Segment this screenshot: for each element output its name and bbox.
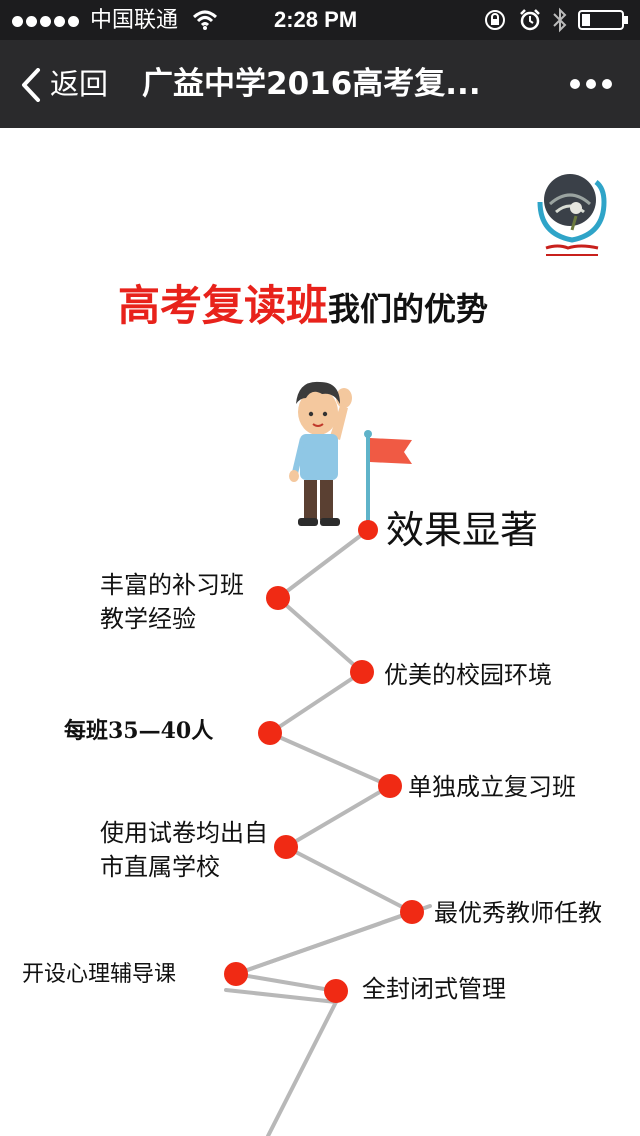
path-segment <box>224 988 338 1004</box>
path-segment <box>276 596 364 674</box>
path-segment <box>234 904 432 976</box>
advantage-node-dot <box>258 721 282 745</box>
path-segment <box>284 845 414 914</box>
page-title: 广益中学2016高考复... <box>142 66 481 102</box>
advantage-item-8: 全封闭式管理 <box>362 975 506 1003</box>
advantage-item-5-line2: 市直属学校 <box>100 853 220 881</box>
advantage-item-5-line1: 使用试卷均出自 <box>100 819 268 847</box>
advantage-item-1-line2: 教学经验 <box>100 605 196 633</box>
status-bar: 中国联通 2:28 PM <box>0 0 640 40</box>
bluetooth-icon <box>553 7 567 33</box>
alarm-clock-icon <box>520 9 540 31</box>
top-node-dot <box>358 520 378 540</box>
carrier-name: 中国联通 <box>90 7 179 32</box>
advantage-item-2: 优美的校园环境 <box>384 661 552 689</box>
advantage-node-dot <box>274 835 298 859</box>
teacher-illustration <box>289 381 412 530</box>
path-segment <box>234 972 338 993</box>
nav-bar: 返回 广益中学2016高考复... <box>0 40 640 128</box>
advantage-node-dot <box>224 962 248 986</box>
advantage-node-dot <box>378 774 402 798</box>
advantages-path <box>224 520 432 1136</box>
heading-red-text: 高考复读班 <box>118 281 329 330</box>
school-logo <box>532 168 612 260</box>
advantage-node-dot <box>324 979 348 1003</box>
path-segment <box>268 670 364 735</box>
advantage-node-dot <box>350 660 374 684</box>
more-button[interactable] <box>560 62 626 106</box>
path-segment <box>266 1000 338 1136</box>
advantage-item-4: 单独成立复习班 <box>408 773 576 801</box>
advantage-item-1-line1: 丰富的补习班 <box>100 571 244 599</box>
poster-heading: 高考复读班我们的优势 <box>118 272 488 333</box>
advantage-item-7: 开设心理辅导课 <box>22 962 177 987</box>
heading-black-text: 我们的优势 <box>328 290 489 328</box>
advantage-node-dot <box>400 900 424 924</box>
article-content: 高考复读班我们的优势 效果显著 丰富的补习班 教学经验 优美的校园环境 每班35… <box>0 128 640 1136</box>
advantage-node-dot <box>266 586 290 610</box>
rotation-lock-icon <box>485 10 505 30</box>
back-button[interactable]: 返回 <box>14 40 124 128</box>
path-segment <box>276 528 370 600</box>
more-dots-icon <box>570 79 612 89</box>
advantage-item-6: 最优秀教师任教 <box>434 899 602 927</box>
status-time: 2:28 PM <box>274 7 358 32</box>
chevron-left-icon <box>22 68 40 102</box>
back-label: 返回 <box>50 67 109 101</box>
signal-strength-icon <box>12 0 82 40</box>
wifi-icon <box>192 10 218 30</box>
battery-icon <box>578 10 628 30</box>
advantage-item-3: 每班35—40人 <box>64 718 214 744</box>
top-advantage-label: 效果显著 <box>386 508 539 552</box>
path-segment <box>268 731 392 788</box>
path-segment <box>284 784 392 849</box>
